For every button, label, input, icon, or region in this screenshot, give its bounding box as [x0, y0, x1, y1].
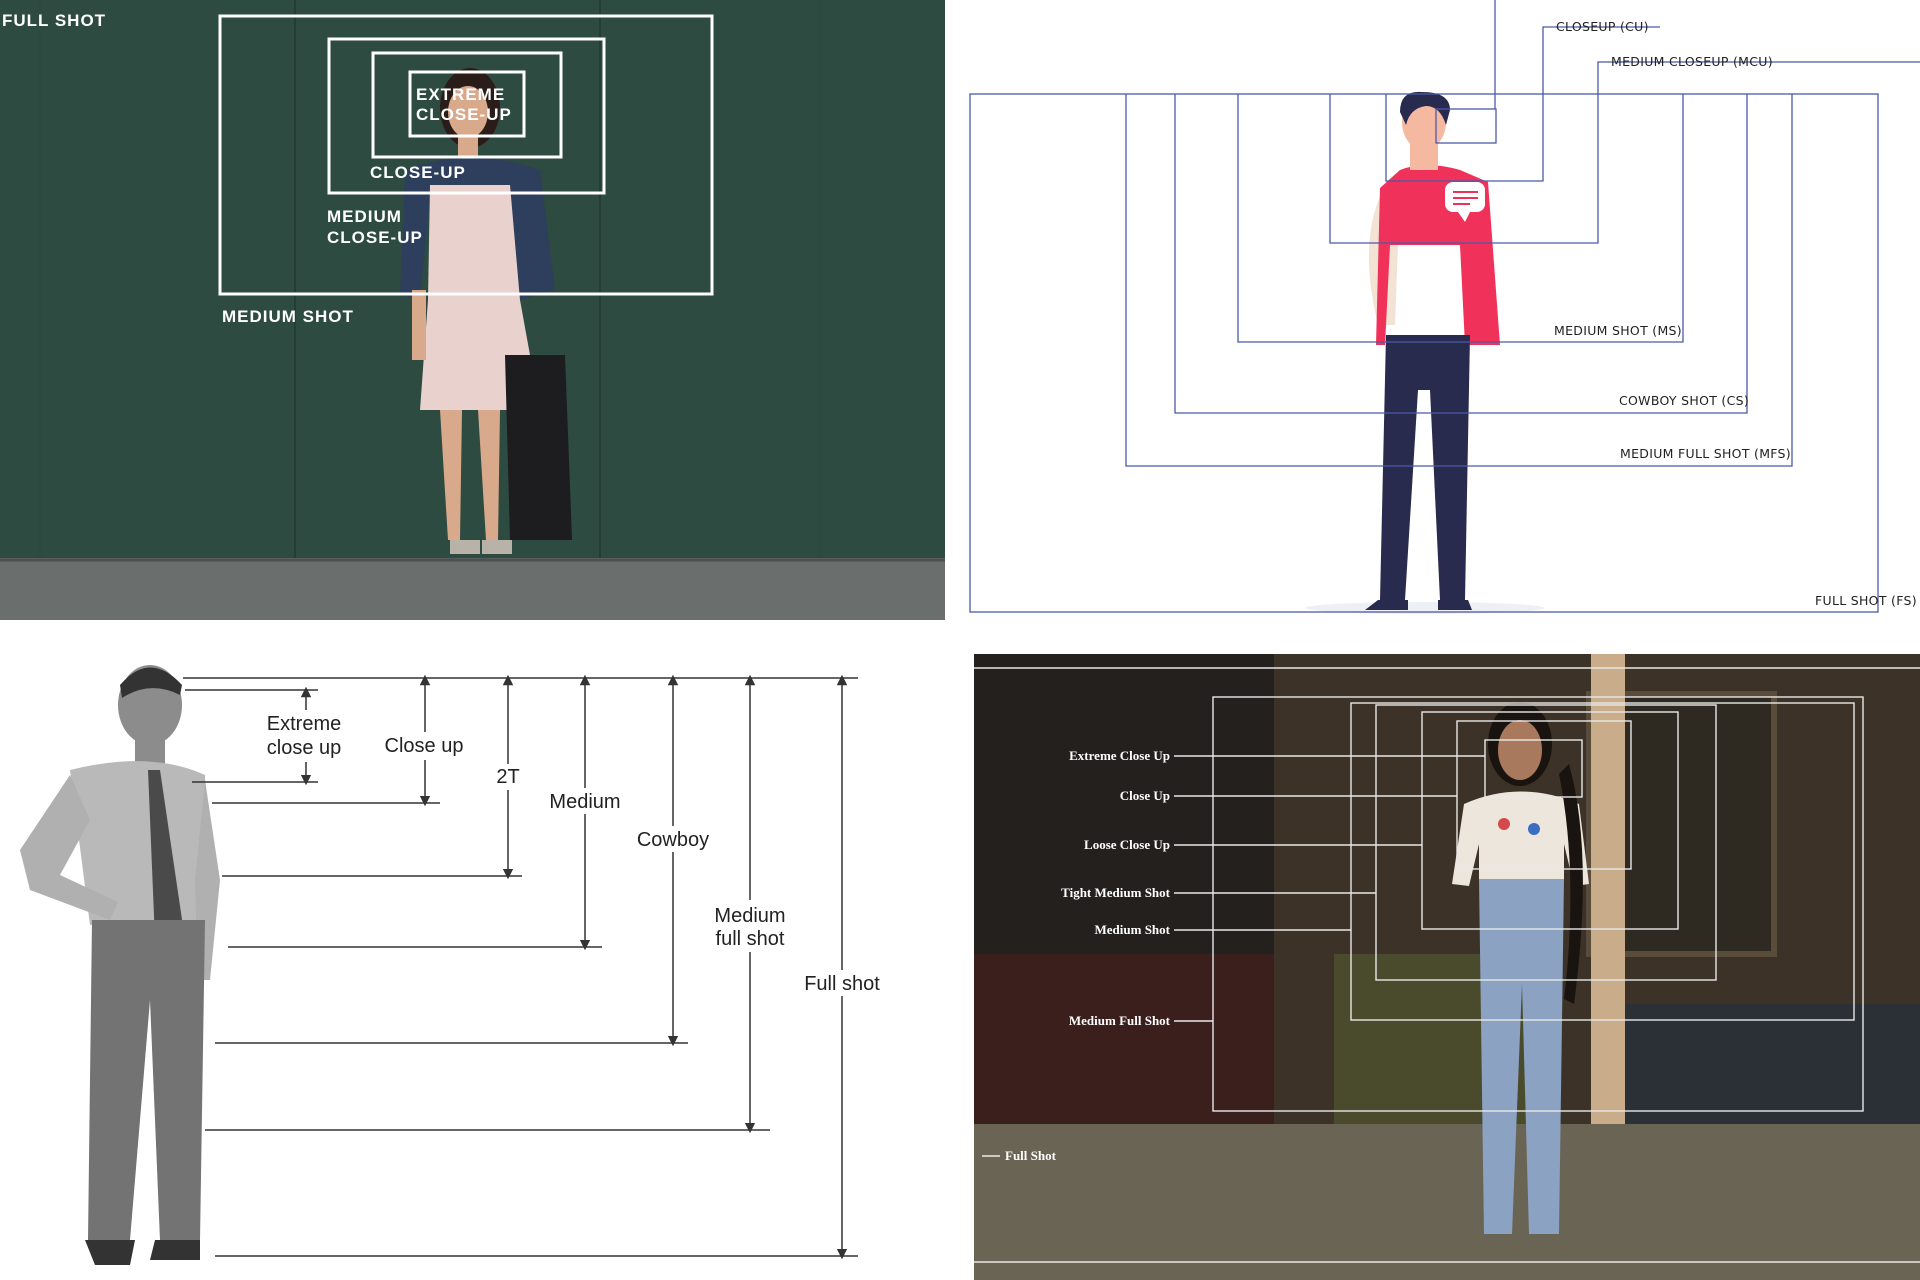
panel-illustration-shot-sizes: CLOSEUP (CU) MEDIUM CLOSEUP (MCU) MEDIUM…: [960, 0, 1920, 620]
label-medium-shot: MEDIUM SHOT (MS): [1554, 323, 1682, 338]
frame-cowboy-shot: [1174, 94, 1748, 414]
couch: [1609, 1004, 1920, 1134]
label-medium-shot: Medium Shot: [1095, 922, 1171, 937]
frame-tight-medium-shot: [1375, 704, 1717, 981]
label-close-up: Close Up: [1120, 788, 1170, 803]
frame-extreme-close-up: [1484, 739, 1583, 798]
frame-loose-close-up: [1421, 711, 1679, 930]
measure-arrows: [300, 674, 848, 1260]
frame-extreme-closeup: [1435, 108, 1497, 144]
label-full-shot: FULL SHOT: [2, 11, 106, 30]
frame-medium-shot: [1350, 702, 1855, 1021]
photo-diagram-svg: FULL SHOT EXTREME CLOSE-UP CLOSE-UP MEDI…: [0, 0, 945, 620]
tie: [148, 770, 185, 960]
frame-medium-full-shot: [1212, 696, 1864, 1112]
label-full-shot: Full shot: [804, 973, 880, 995]
label-extreme-close-up-line1: EXTREME: [416, 85, 505, 104]
label-closeup: CLOSEUP (CU): [1556, 19, 1649, 34]
label-medium-full-shot: Medium Full Shot: [1069, 1013, 1171, 1028]
label-cowboy-shot: COWBOY SHOT (CS): [1619, 393, 1749, 408]
label-cowboy: Cowboy: [637, 829, 709, 851]
shot-frames: [969, 0, 1920, 613]
label-2t: 2T: [496, 766, 519, 788]
label-medium: Medium: [549, 791, 620, 813]
frame-medium-full-shot: [1125, 94, 1793, 467]
frame-close-up: [371, 51, 563, 159]
woman-figure: [1452, 702, 1589, 1234]
line-diagram-svg: Extreme close up Close up 2T Medium Cowb…: [20, 665, 886, 1265]
panel-line-drawing-shot-sizes: Extreme close up Close up 2T Medium Cowb…: [0, 640, 945, 1280]
person-illustration: [1365, 91, 1500, 610]
handbag: [505, 355, 572, 540]
label-full-shot: Full Shot: [1005, 1148, 1057, 1163]
label-close-up: CLOSE-UP: [370, 163, 466, 182]
frame-full-shot: [969, 93, 1879, 613]
film-still-diagram-svg: Extreme Close Up Close Up Loose Close Up…: [974, 654, 1920, 1280]
frame-closeup: [1385, 26, 1660, 182]
frame-medium-closeup: [1329, 61, 1920, 244]
frame-close-up: [1456, 720, 1632, 870]
label-medium-close-up-line1: MEDIUM: [327, 207, 402, 226]
frame-medium-shot: [1237, 94, 1684, 343]
sidewalk: [0, 558, 945, 620]
man-figure: [20, 665, 220, 1265]
label-extreme-close-up-line2: close up: [267, 737, 342, 759]
label-extreme-close-up: Extreme Close Up: [1069, 748, 1170, 763]
frame-extreme-close-up: [408, 70, 526, 138]
illustration-diagram-svg: CLOSEUP (CU) MEDIUM CLOSEUP (MCU) MEDIUM…: [969, 0, 1920, 614]
panel-film-still-shot-sizes: Extreme Close Up Close Up Loose Close Up…: [974, 654, 1920, 1280]
label-medium-closeup: MEDIUM CLOSEUP (MCU): [1611, 54, 1773, 69]
label-tight-medium-shot: Tight Medium Shot: [1061, 885, 1171, 900]
label-close-up: Close up: [385, 735, 464, 757]
frame-medium-shot: [218, 14, 714, 296]
porch-floor: [974, 1124, 1920, 1280]
label-full-shot: FULL SHOT (FS): [1815, 593, 1917, 608]
label-extreme-close-up-line2: CLOSE-UP: [416, 105, 512, 124]
label-medium-full-shot-line2: full shot: [716, 928, 785, 950]
frame-medium-close-up: [327, 37, 606, 195]
label-medium-full-shot: MEDIUM FULL SHOT (MFS): [1620, 446, 1791, 461]
label-medium-full-shot-line1: Medium: [714, 905, 785, 927]
label-loose-close-up: Loose Close Up: [1084, 837, 1170, 852]
label-medium-close-up-line2: CLOSE-UP: [327, 228, 423, 247]
panel-photo-shot-sizes: FULL SHOT EXTREME CLOSE-UP CLOSE-UP MEDI…: [0, 0, 945, 620]
shot-frames: [974, 667, 1920, 1263]
label-extreme-close-up-line1: Extreme: [267, 713, 341, 735]
label-medium-shot: MEDIUM SHOT: [222, 307, 354, 326]
